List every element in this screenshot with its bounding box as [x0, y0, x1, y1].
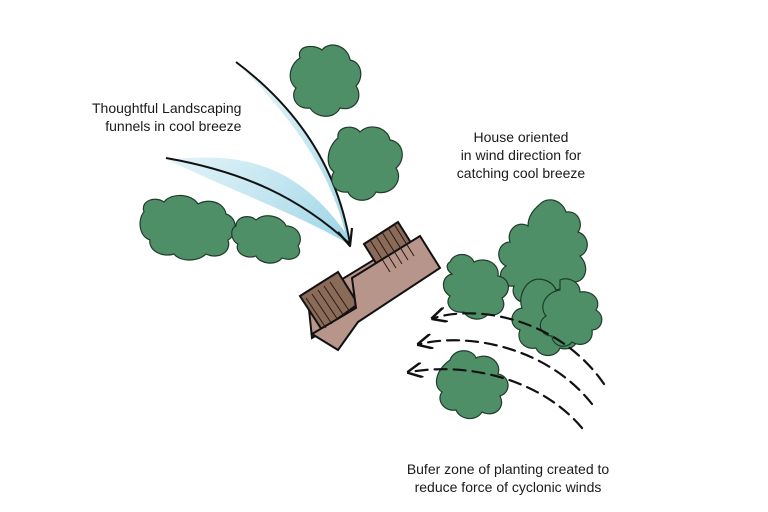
buffer-line-2: reduce force of cyclonic winds — [414, 479, 602, 495]
cyclonic-wind-arrows — [410, 313, 606, 430]
landscaping-line-2: funnels in cool breeze — [105, 118, 242, 134]
breeze-funnel-arrow — [165, 61, 354, 248]
house-line-1: House oriented — [473, 129, 569, 145]
house-line-2: in wind direction for — [460, 147, 582, 163]
house-annotation: House oriented in wind direction for cat… — [436, 128, 606, 182]
landscaping-annotation: Thoughtful Landscaping funnels in cool b… — [92, 99, 241, 135]
buffer-line-1: Bufer zone of planting created to — [406, 461, 610, 477]
tree-cluster-buffer — [435, 199, 603, 420]
tree-cluster-left — [139, 194, 301, 264]
house-line-3: catching cool breeze — [456, 165, 586, 181]
house-plan — [298, 220, 442, 352]
landscaping-line-1: Thoughtful Landscaping — [92, 100, 242, 116]
tree-cluster-top — [289, 44, 403, 201]
buffer-annotation: Bufer zone of planting created to reduce… — [388, 460, 628, 496]
